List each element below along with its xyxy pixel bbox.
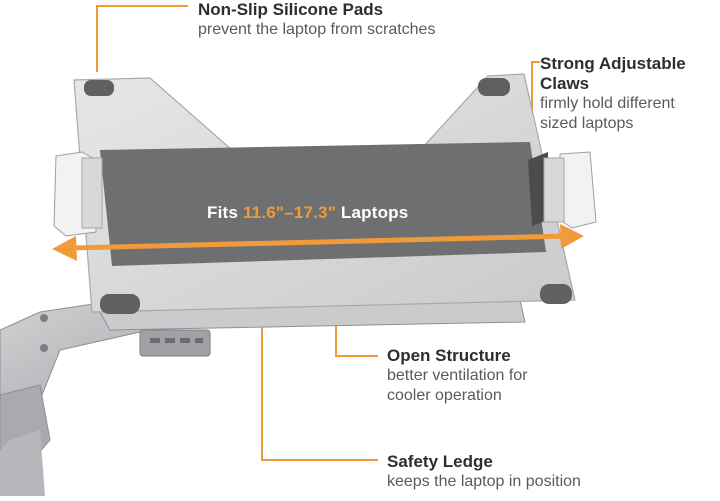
claws-callout-title-line1: Strong Adjustable	[540, 54, 686, 73]
ledge-callout-desc: keeps the laptop in position	[387, 473, 581, 490]
fits-suffix: Laptops	[335, 203, 409, 222]
fits-size-label: Fits 11.6"–17.3" Laptops	[207, 203, 408, 223]
ledge-callout-title: Safety Ledge	[387, 452, 493, 471]
pad-top-left	[84, 80, 114, 96]
fits-prefix: Fits	[207, 203, 243, 222]
structure-callout-title: Open Structure	[387, 346, 511, 365]
pads-callout-title: Non-Slip Silicone Pads	[198, 0, 384, 19]
claws-callout-desc-line1: firmly hold different	[540, 95, 675, 112]
pad-bottom-left	[100, 294, 140, 314]
structure-callout: Open Structure better ventilation for co…	[387, 346, 528, 406]
claws-callout-desc-line2: sized laptops	[540, 115, 634, 132]
silicone-pads	[84, 78, 572, 314]
pad-bottom-right	[540, 284, 572, 304]
pads-callout: Non-Slip Silicone Pads prevent the lapto…	[198, 0, 435, 40]
right-claw	[559, 151, 597, 229]
pads-leader-line	[96, 5, 188, 72]
pad-top-right	[478, 78, 510, 96]
pads-callout-desc: prevent the laptop from scratches	[198, 21, 436, 38]
ledge-leader-line	[261, 314, 378, 461]
laptop-tray	[73, 73, 576, 313]
claws-callout: Strong Adjustable Claws firmly hold diff…	[540, 54, 720, 134]
claws-callout-title-line2: Claws	[540, 74, 590, 93]
fits-size-range: 11.6"–17.3"	[242, 203, 336, 222]
adjustable-claws	[53, 151, 597, 237]
structure-callout-desc-line1: better ventilation for	[387, 367, 528, 384]
ledge-callout: Safety Ledge keeps the laptop in positio…	[387, 452, 581, 492]
tray-center-panel	[100, 142, 546, 266]
size-range-arrow	[52, 224, 584, 261]
structure-callout-desc-line2: cooler operation	[387, 387, 502, 404]
